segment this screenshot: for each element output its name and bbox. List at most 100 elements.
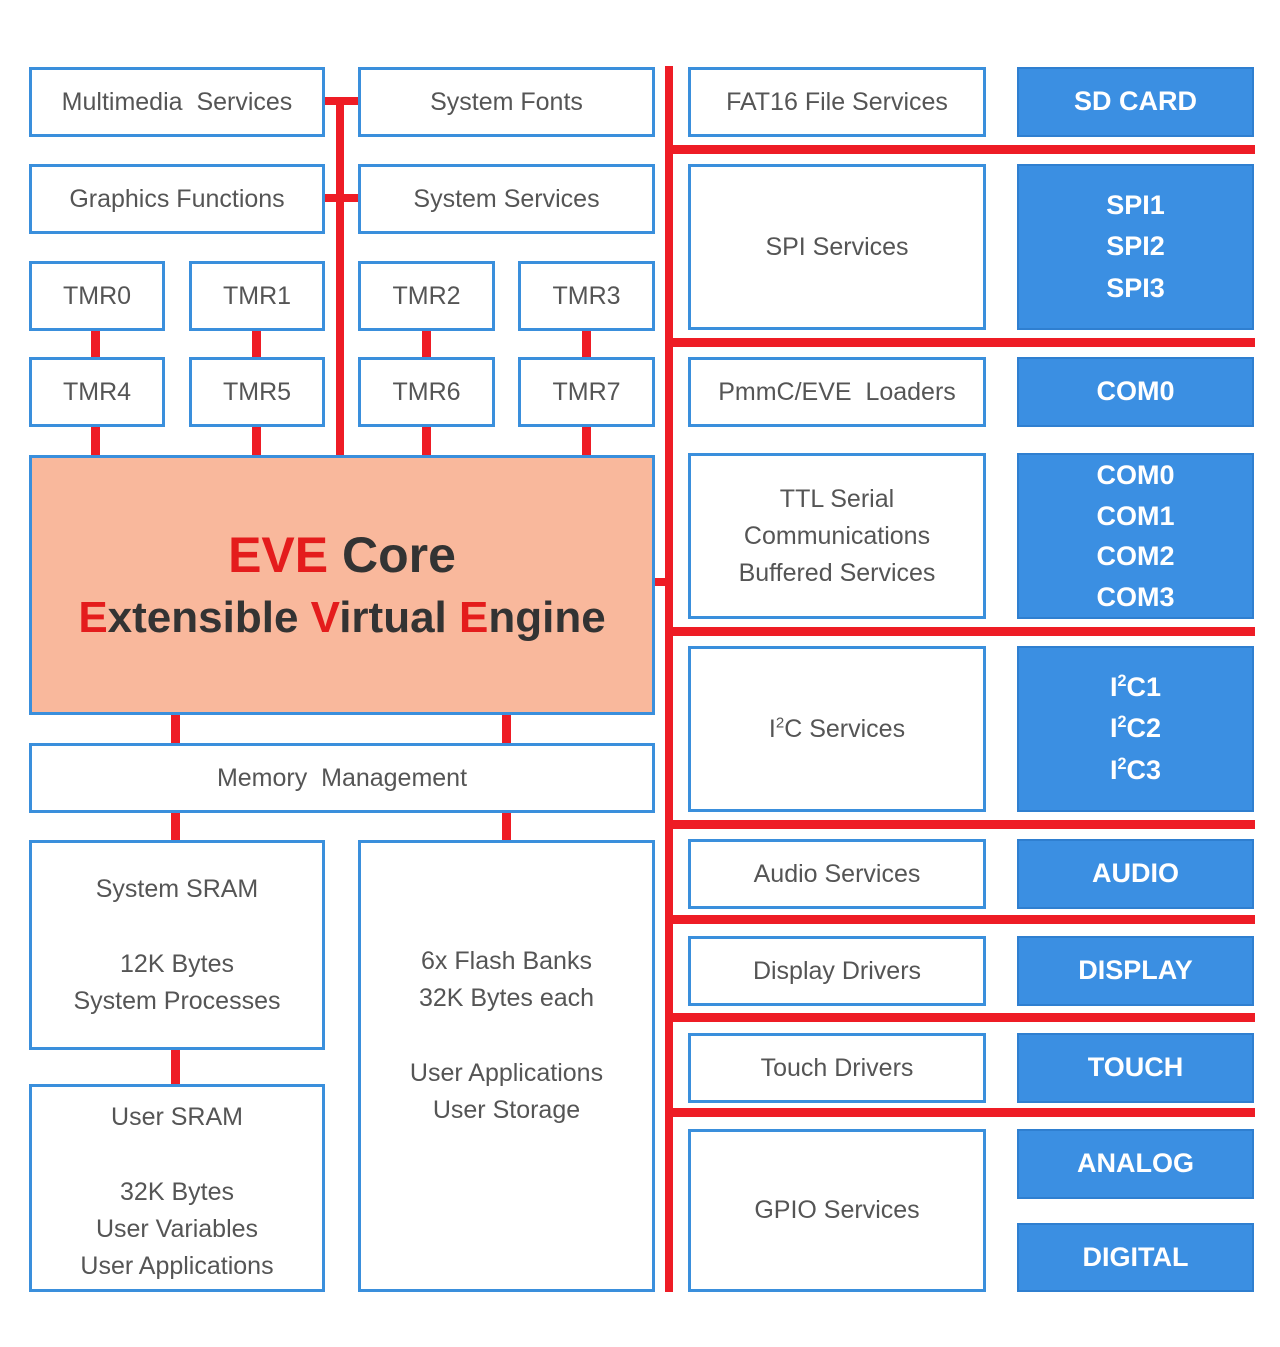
- bus-separator-7: [673, 1108, 1255, 1117]
- system-sram-box: System SRAM 12K Bytes System Processes: [29, 840, 325, 1050]
- tmr3-box: TMR3: [518, 261, 655, 331]
- i2c-ports-block: I2C1 I2C2 I2C3: [1017, 646, 1254, 812]
- memory-management-box: Memory Management: [29, 743, 655, 813]
- i2c1-prefix: I: [1109, 672, 1118, 703]
- graphics-functions-label: Graphics Functions: [69, 184, 285, 213]
- tmr5-box: TMR5: [189, 357, 325, 427]
- flash-banks-box: 6x Flash Banks 32K Bytes each User Appli…: [358, 840, 655, 1292]
- serial-services-line-2: Communications: [743, 521, 931, 550]
- i2c2-prefix: I: [1109, 713, 1118, 744]
- spi-services-label: SPI Services: [765, 232, 909, 261]
- audio-services-box: Audio Services: [688, 839, 986, 909]
- spi-ports-block: SPI1 SPI2 SPI3: [1017, 164, 1254, 330]
- subtitle-accent-e1: E: [78, 592, 108, 642]
- tmr2-tmr6-connector: [422, 329, 431, 359]
- bus-separator-3: [673, 627, 1255, 636]
- tmr6-core-connector: [422, 426, 431, 458]
- eve-core-title: EVE Core: [228, 523, 456, 588]
- eve-core-title-rest: Core: [328, 526, 456, 583]
- i2c-services-prefix: I: [768, 714, 776, 743]
- eve-core-box: EVE Core Extensible Virtual Engine: [29, 455, 655, 715]
- tmr2-box: TMR2: [358, 261, 495, 331]
- eve-core-subtitle: Extensible Virtual Engine: [78, 588, 605, 647]
- i2c2-sup: 2: [1117, 713, 1127, 732]
- tmr3-tmr7-connector: [582, 329, 591, 359]
- com0-block: COM0: [1017, 357, 1254, 427]
- com-ports-block: COM0 COM1 COM2 COM3: [1017, 453, 1254, 619]
- i2c1-label: I2C1: [1110, 667, 1161, 708]
- loaders-box: PmmC/EVE Loaders: [688, 357, 986, 427]
- subtitle-accent-e2: E: [459, 592, 489, 642]
- flash-banks-usage-2: User Storage: [432, 1096, 581, 1124]
- tmr5-label: TMR5: [222, 377, 292, 406]
- subtitle-rest-2: irtual: [339, 592, 459, 642]
- tmr0-box: TMR0: [29, 261, 165, 331]
- bus-separator-1: [673, 145, 1255, 154]
- display-drivers-label: Display Drivers: [752, 956, 922, 985]
- system-services-box: System Services: [358, 164, 655, 234]
- fat16-services-box: FAT16 File Services: [688, 67, 986, 137]
- com2-port-label: COM2: [1096, 541, 1175, 571]
- system-services-label: System Services: [413, 184, 600, 213]
- fat16-services-label: FAT16 File Services: [726, 87, 948, 116]
- user-sram-size: 32K Bytes: [120, 1178, 234, 1206]
- flash-banks-size: 32K Bytes each: [418, 984, 595, 1012]
- left-vertical-bus: [336, 97, 344, 457]
- i2c3-label: I2C3: [1110, 750, 1161, 791]
- display-block: DISPLAY: [1017, 936, 1254, 1006]
- digital-label: DIGITAL: [1082, 1241, 1189, 1272]
- eve-core-title-accent: EVE: [228, 526, 329, 583]
- touch-drivers-box: Touch Drivers: [688, 1033, 986, 1103]
- tmr7-core-connector: [582, 426, 591, 458]
- memory-management-label: Memory Management: [216, 763, 468, 792]
- tmr6-label: TMR6: [392, 377, 461, 406]
- display-label: DISPLAY: [1078, 955, 1193, 986]
- touch-drivers-label: Touch Drivers: [760, 1053, 914, 1082]
- sdcard-label: SD CARD: [1073, 86, 1197, 117]
- com3-port-label: COM3: [1096, 581, 1175, 612]
- serial-services-line-3: Buffered Services: [738, 558, 936, 587]
- tmr1-label: TMR1: [222, 281, 292, 310]
- core-memory-connector-left: [171, 714, 180, 746]
- gpio-services-label: GPIO Services: [754, 1196, 920, 1224]
- i2c2-label: I2C2: [1110, 708, 1161, 749]
- spi1-label: SPI1: [1106, 190, 1165, 221]
- system-fonts-label: System Fonts: [430, 87, 583, 116]
- i2c3-sup: 2: [1117, 754, 1127, 773]
- audio-block: AUDIO: [1017, 839, 1254, 909]
- bus-separator-5: [673, 915, 1255, 924]
- tmr6-box: TMR6: [358, 357, 495, 427]
- tmr5-core-connector: [252, 426, 261, 458]
- tmr7-label: TMR7: [552, 377, 621, 406]
- tmr4-box: TMR4: [29, 357, 165, 427]
- digital-block: DIGITAL: [1017, 1223, 1254, 1292]
- i2c1-suffix: C1: [1126, 672, 1162, 703]
- multimedia-connector: [324, 97, 360, 105]
- i2c-services-sup: 2: [775, 714, 785, 732]
- serial-services-box: TTL Serial Communications Buffered Servi…: [688, 453, 986, 619]
- audio-label: AUDIO: [1092, 858, 1179, 889]
- right-vertical-bus: [665, 66, 673, 1292]
- multimedia-services-label: Multimedia Services: [61, 87, 293, 116]
- user-sram-title: User SRAM: [111, 1103, 243, 1131]
- analog-label: ANALOG: [1077, 1148, 1194, 1179]
- system-sram-title: System SRAM: [95, 875, 259, 903]
- tmr2-label: TMR2: [392, 281, 461, 310]
- analog-block: ANALOG: [1017, 1129, 1254, 1199]
- com0-label: COM0: [1096, 376, 1175, 407]
- tmr0-tmr4-connector: [91, 329, 100, 359]
- sdcard-block: SD CARD: [1017, 67, 1254, 137]
- subtitle-rest-1: xtensible: [107, 592, 311, 642]
- bus-separator-6: [673, 1013, 1255, 1022]
- i2c-services-label: I2C Services: [769, 711, 905, 748]
- tmr1-box: TMR1: [189, 261, 325, 331]
- i2c3-suffix: C3: [1126, 754, 1162, 785]
- graphics-connector: [324, 194, 360, 202]
- subtitle-accent-v: V: [310, 592, 340, 642]
- com1-port-label: COM1: [1096, 500, 1175, 531]
- tmr7-box: TMR7: [518, 357, 655, 427]
- com0-port-label: COM0: [1096, 460, 1175, 490]
- gpio-services-box: GPIO Services: [688, 1129, 986, 1292]
- bus-separator-2: [673, 338, 1255, 347]
